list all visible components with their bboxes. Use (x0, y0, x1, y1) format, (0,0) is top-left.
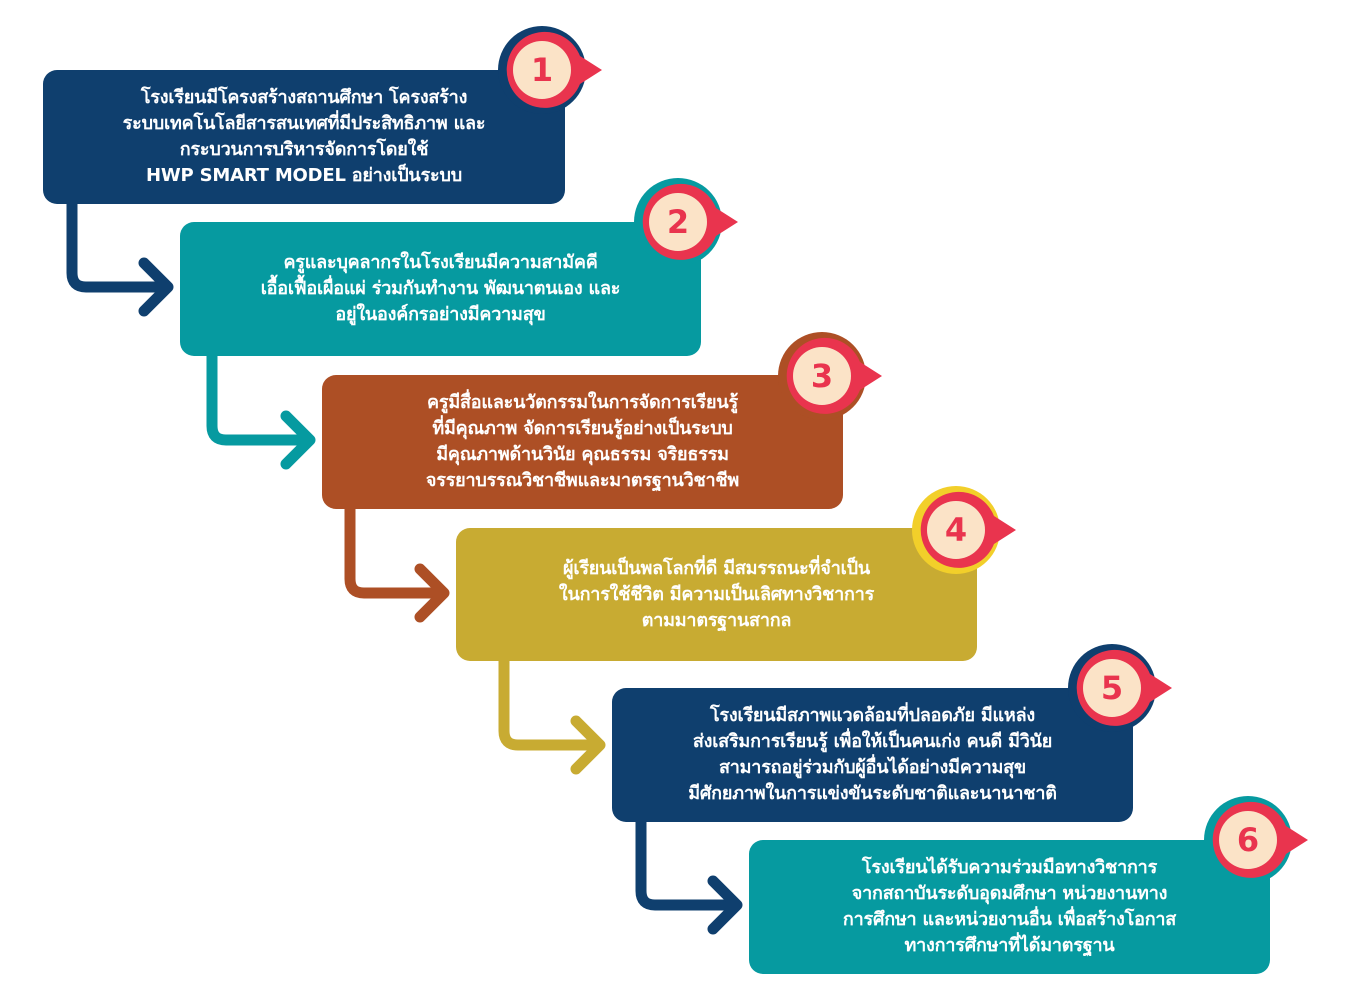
badge-center (793, 347, 851, 405)
step-text-2: ครูและบุคลากรในโรงเรียนมีความสามัคคี เอื… (260, 252, 621, 325)
step-text-1: โรงเรียนมีโครงสร้างสถานศึกษา โครงสร้าง ร… (122, 87, 486, 186)
badge-graphic (912, 486, 1016, 574)
step-badge-2: 2 (634, 174, 744, 270)
connector-line-3 (344, 509, 444, 599)
step-box-4: ผู้เรียนเป็นพลโลกที่ดี มีสมรรถนะที่จำเป็… (456, 528, 977, 661)
badge-graphic (634, 178, 738, 266)
step-number-2: 2 (666, 203, 690, 241)
arrow-head-icon (138, 257, 174, 317)
badge-center (1219, 811, 1277, 869)
badge-graphic (778, 332, 882, 420)
step-number-4: 4 (944, 511, 968, 549)
badge-graphic (1204, 796, 1308, 884)
step-badge-6: 6 (1204, 792, 1314, 888)
arrow-head-icon (280, 410, 316, 470)
arrow-head-icon (414, 563, 450, 623)
connector-line-2 (206, 356, 310, 446)
step-text-6: โรงเรียนได้รับความร่วมมือทางวิชาการ จากส… (842, 857, 1177, 956)
step-text-3: ครูมีสื่อและนวัตกรรมในการจัดการเรียนรู้ … (425, 392, 740, 491)
connector-line-5 (635, 822, 737, 911)
step-box-1: โรงเรียนมีโครงสร้างสถานศึกษา โครงสร้าง ร… (43, 70, 565, 204)
step-number-3: 3 (810, 357, 834, 395)
step-badge-4: 4 (912, 482, 1022, 578)
step-box-5: โรงเรียนมีสภาพแวดล้อมที่ปลอดภัย มีแหล่ง … (612, 688, 1133, 822)
step-number-1: 1 (530, 51, 554, 89)
arrow-head-icon (707, 875, 743, 935)
step-badge-5: 5 (1068, 640, 1178, 736)
arrow-head-icon (570, 715, 606, 775)
badge-graphic (1068, 644, 1172, 732)
step-badge-1: 1 (498, 22, 608, 118)
connector-line-4 (498, 661, 600, 751)
step-number-6: 6 (1236, 821, 1260, 859)
step-text-4: ผู้เรียนเป็นพลโลกที่ดี มีสมรรถนะที่จำเป็… (558, 557, 875, 631)
step-box-3: ครูมีสื่อและนวัตกรรมในการจัดการเรียนรู้ … (322, 375, 843, 509)
connector-line-1 (66, 204, 168, 293)
step-box-2: ครูและบุคลากรในโรงเรียนมีความสามัคคี เอื… (180, 222, 701, 356)
badge-center (649, 193, 707, 251)
step-badge-3: 3 (778, 328, 888, 424)
badge-center (513, 41, 571, 99)
badge-center (927, 501, 985, 559)
badge-graphic (498, 26, 602, 114)
badge-center (1083, 659, 1141, 717)
step-number-5: 5 (1100, 669, 1124, 707)
step-text-5: โรงเรียนมีสภาพแวดล้อมที่ปลอดภัย มีแหล่ง … (688, 705, 1057, 804)
step-box-6: โรงเรียนได้รับความร่วมมือทางวิชาการ จากส… (749, 840, 1270, 974)
